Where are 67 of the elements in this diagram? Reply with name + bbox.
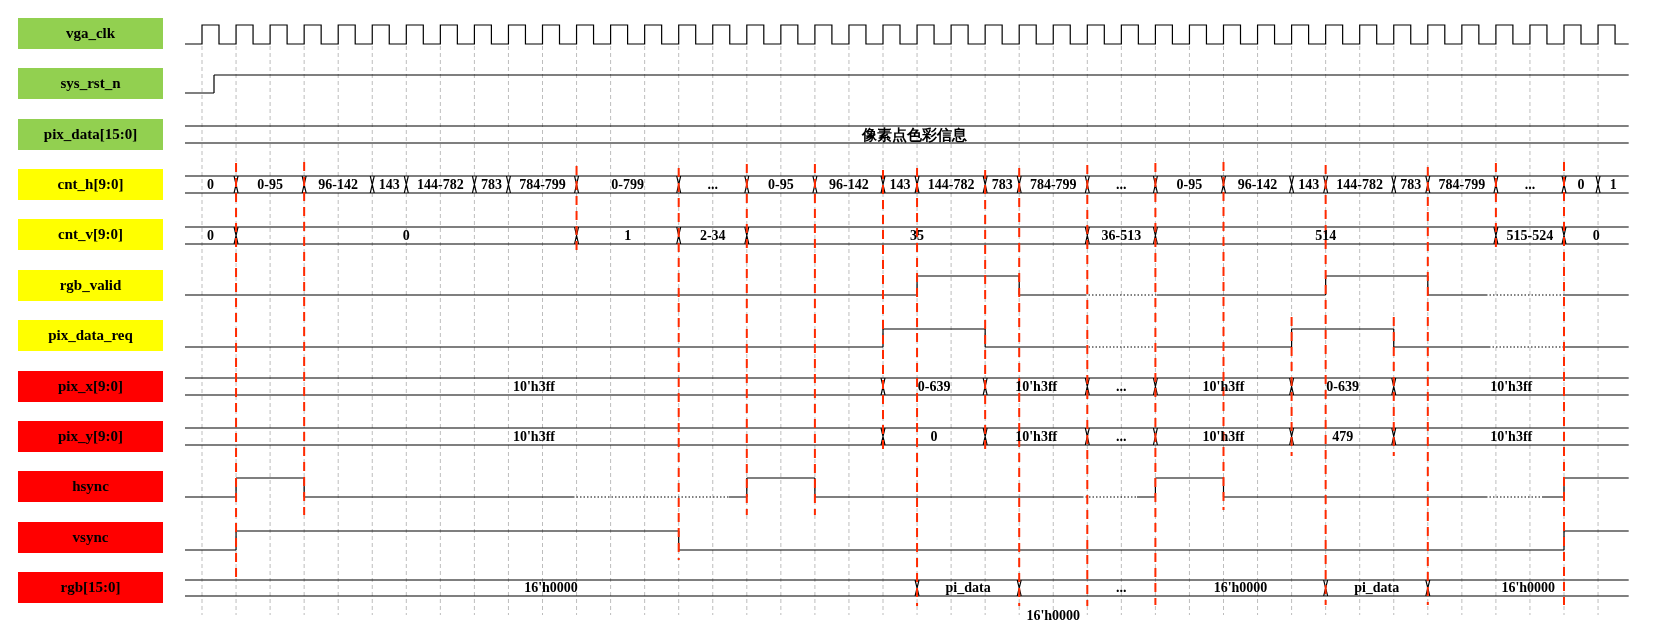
signal-name-label: pix_data[15:0] (18, 119, 163, 150)
signal-name-label: rgb_valid (18, 270, 163, 301)
bus-value: 0-799 (611, 177, 644, 192)
signal-name-label: pix_data_req (18, 320, 163, 351)
bus-value: 783 (480, 177, 502, 192)
bus-value: 143 (889, 177, 911, 192)
bus-value: 0 (930, 429, 938, 444)
bus-value: 783 (991, 177, 1013, 192)
bus-value: 784-799 (519, 177, 566, 192)
bus-value: 0-95 (768, 177, 794, 192)
signal-name-label: sys_rst_n (18, 68, 163, 99)
signal-name-label: cnt_v[9:0] (18, 219, 163, 250)
signal-name-label: rgb[15:0] (18, 572, 163, 603)
bus-value: 36-513 (1101, 228, 1142, 243)
bus-value: 783 (1400, 177, 1422, 192)
bus-value: 96-142 (1237, 177, 1278, 192)
bus-value: 143 (1298, 177, 1320, 192)
bus-value: 0 (1577, 177, 1585, 192)
bus-value: 143 (378, 177, 400, 192)
bus-value: 0 (402, 228, 410, 243)
bus-value: 144-782 (927, 177, 975, 192)
bus-value: 144-782 (1336, 177, 1383, 192)
bus-value: 10'h3ff (513, 379, 555, 394)
signal-name-label: hsync (18, 471, 163, 502)
signal-name-label: vsync (18, 522, 163, 553)
bus-value: ... (1116, 379, 1127, 394)
signal-name-label: vga_clk (18, 18, 163, 49)
bus-value: pi_data (945, 581, 991, 595)
bus-value: ... (1524, 177, 1536, 192)
bus-value: 16'h0000 (1026, 609, 1081, 623)
bus-value: 784-799 (1029, 177, 1077, 192)
signal-name-label: cnt_h[9:0] (18, 169, 163, 200)
bus-value: 10'h3ff (1202, 379, 1245, 394)
bus-value: ... (1116, 581, 1127, 595)
bus-value: 10'h3ff (1490, 379, 1533, 394)
bus-value: 16'h0000 (1213, 581, 1268, 595)
bus-value: 0 (207, 177, 214, 192)
bus-value: 16'h0000 (524, 581, 578, 595)
bus-value: 0-95 (1176, 177, 1203, 192)
bus-value: ... (1116, 429, 1127, 444)
bus-value: 2-34 (699, 228, 726, 243)
bus-value: 0 (207, 228, 214, 243)
bus-value: 10'h3ff (1015, 429, 1058, 444)
bus-value: 515-524 (1506, 228, 1554, 243)
bus-value: ... (707, 177, 718, 192)
bus-value: 514 (1315, 228, 1337, 243)
bus-value: 16'h0000 (1501, 581, 1556, 595)
bus-value: 784-799 (1438, 177, 1486, 192)
bus-value: 96-142 (318, 177, 358, 192)
bus-value: pi_data (1354, 581, 1400, 595)
bus-value: 1 (624, 228, 632, 243)
bus-value: 像素点色彩信息 (862, 127, 968, 142)
bus-value: 10'h3ff (1490, 429, 1533, 444)
signal-name-label: pix_y[9:0] (18, 421, 163, 452)
bus-value: 0-639 (917, 379, 951, 394)
bus-value: 10'h3ff (513, 429, 555, 444)
bus-value: 96-142 (829, 177, 869, 192)
bus-value: 479 (1332, 429, 1354, 444)
signal-name-label: pix_x[9:0] (18, 371, 163, 402)
bus-value: ... (1116, 177, 1127, 192)
bus-value: 35 (910, 228, 925, 243)
bus-value: 0 (1592, 228, 1600, 243)
bus-value: 0-639 (1326, 379, 1359, 394)
bus-value: 10'h3ff (1015, 379, 1058, 394)
bus-value: 1 (1609, 177, 1617, 192)
bus-value: 144-782 (417, 177, 464, 192)
bus-value: 0-95 (257, 177, 283, 192)
